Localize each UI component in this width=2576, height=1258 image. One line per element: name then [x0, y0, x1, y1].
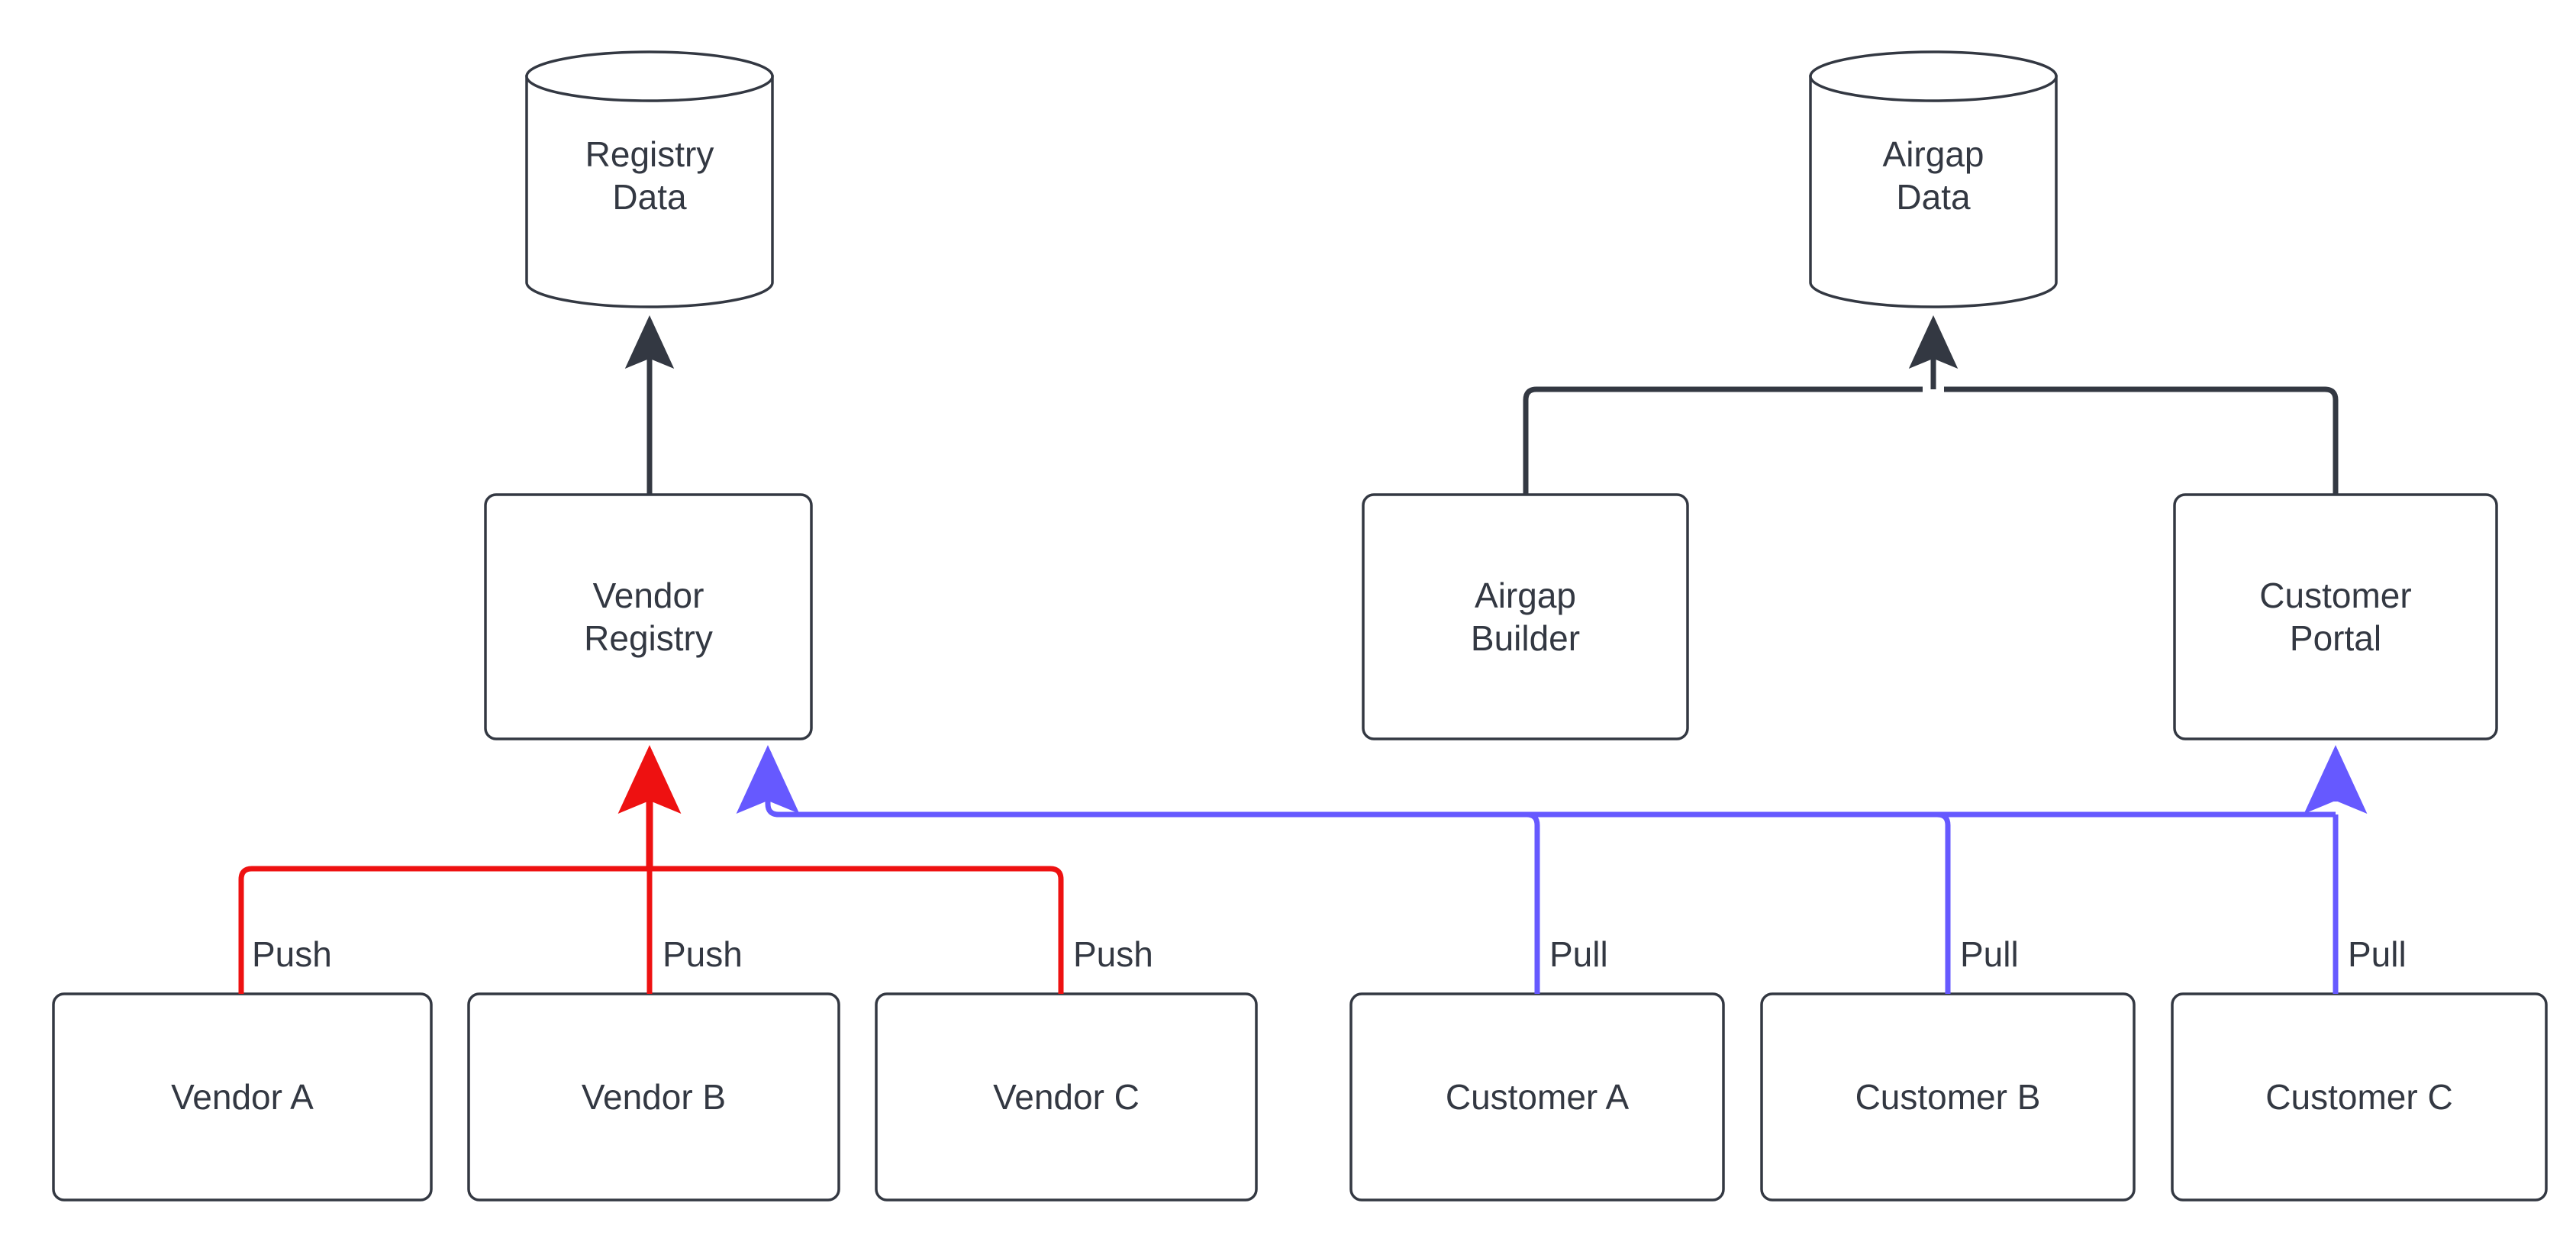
actor-vendor-b-shape[interactable] [467, 992, 840, 1202]
connector-pull-bus [765, 752, 2336, 818]
service-vendor-registry-shape[interactable] [484, 493, 813, 740]
service-airgap-builder-shape[interactable] [1362, 493, 1689, 740]
datastore-registry-data-shape [525, 50, 774, 308]
edge-label-push-vendor-b: Push [663, 934, 743, 974]
actor-customer-b-shape[interactable] [1760, 992, 2136, 1202]
actor-vendor-a-shape[interactable] [52, 992, 433, 1202]
edge-label-push-vendor-a: Push [252, 934, 332, 974]
edge-label-pull-customer-c: Pull [2348, 934, 2407, 974]
actor-customer-a-shape[interactable] [1349, 992, 1725, 1202]
service-customer-portal-shape[interactable] [2173, 493, 2498, 740]
edge-label-push-vendor-c: Push [1073, 934, 1153, 974]
actor-vendor-c-shape[interactable] [875, 992, 1258, 1202]
connector-customer-portal-to-airgap-data [1944, 386, 2339, 495]
edge-label-pull-customer-a: Pull [1549, 934, 1608, 974]
datastore-airgap-data-shape [1809, 50, 2058, 308]
connector-pull-customer-a-riser [1526, 811, 1540, 994]
edge-label-pull-customer-b: Pull [1960, 934, 2019, 974]
actor-customer-c-shape[interactable] [2171, 992, 2548, 1202]
connector-airgap-builder-to-airgap-data [1523, 386, 1923, 495]
connector-pull-customer-b-riser [1936, 811, 1951, 994]
